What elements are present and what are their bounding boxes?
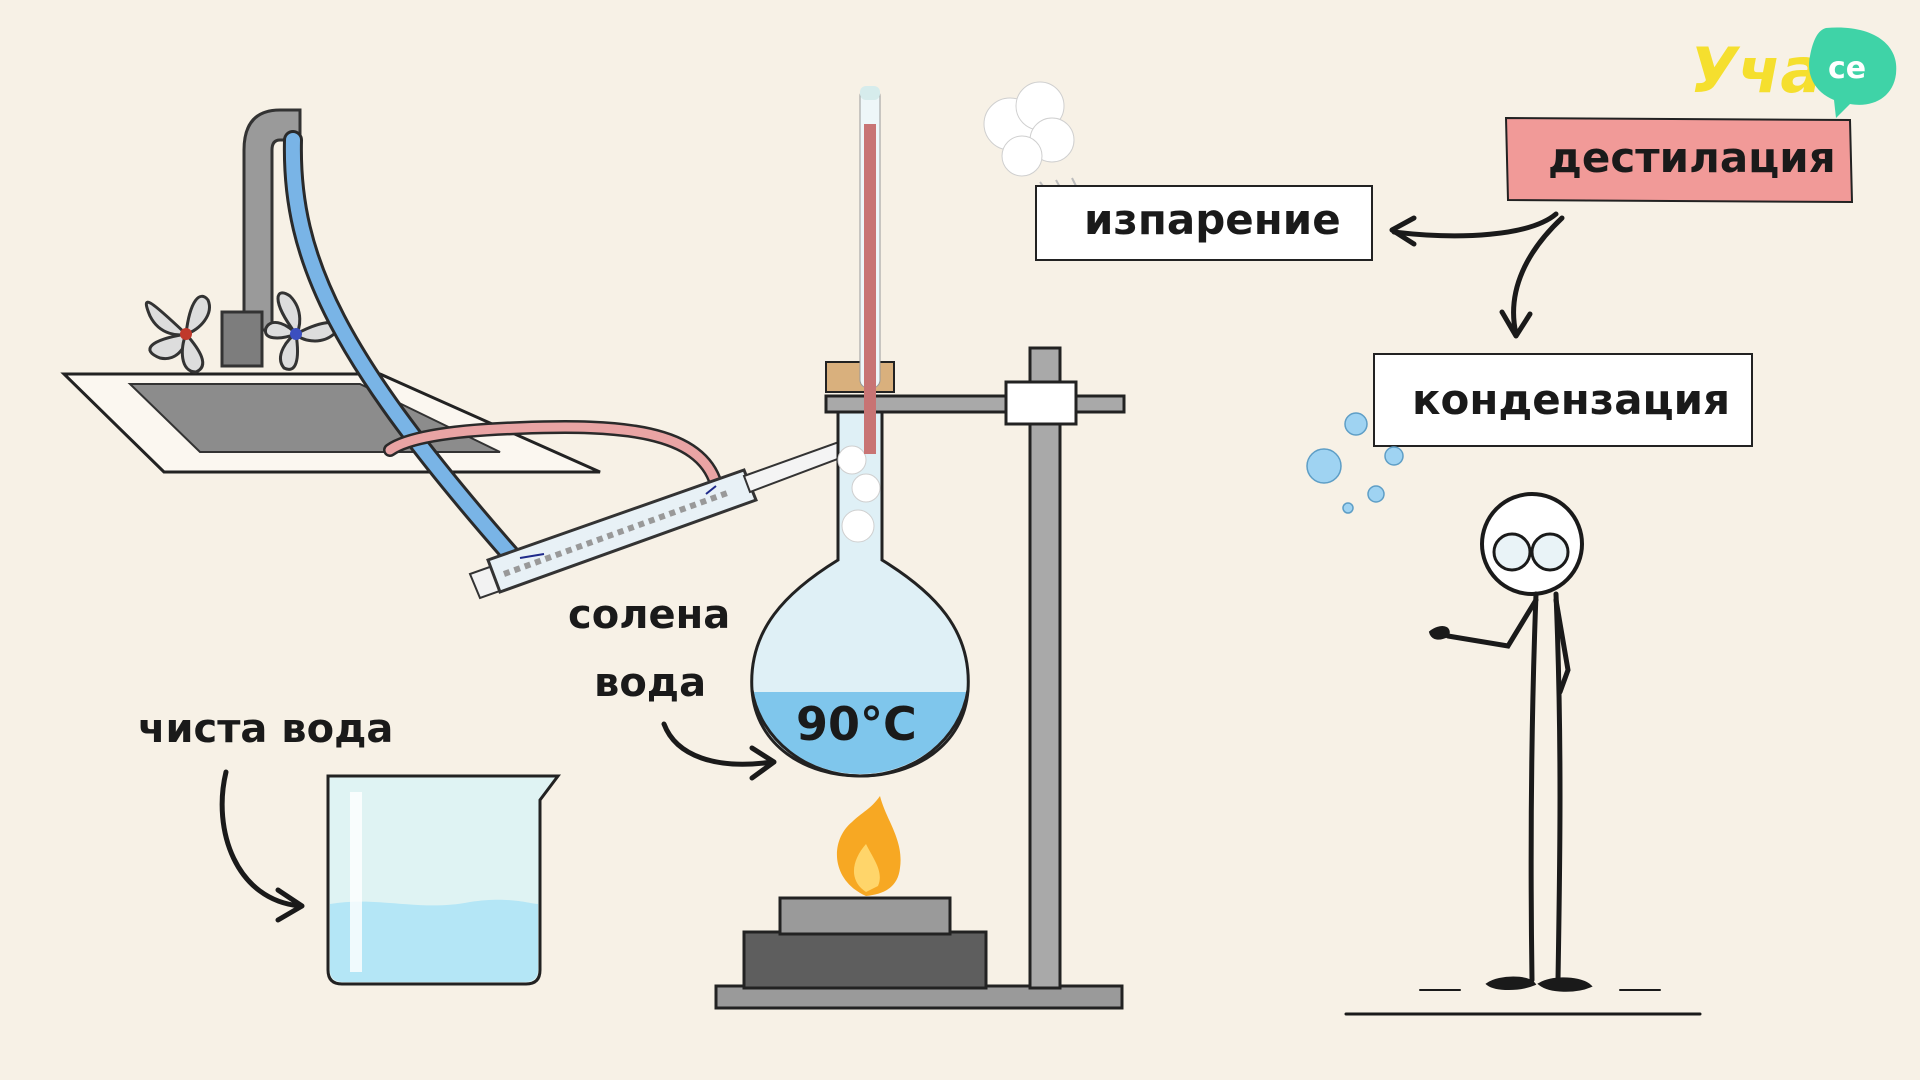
evaporation-label-box: изпарение — [1035, 185, 1373, 261]
salt-water-arrow-icon — [661, 721, 775, 767]
ring-stand — [714, 346, 1126, 1010]
burner-icon — [742, 796, 988, 990]
distillation-label-box: дестилация — [1504, 116, 1854, 204]
salt-water-label-line2: вода — [594, 660, 706, 706]
tap-icon — [144, 108, 339, 374]
flask-icon: 90°C — [750, 361, 970, 778]
condensation-label-box: кондензация — [1373, 353, 1753, 447]
pure-water-label: чиста вода — [138, 706, 393, 752]
flask-temperature: 90°C — [796, 697, 917, 751]
cold-water-hose — [282, 130, 520, 564]
pure-water-arrow-icon — [219, 769, 303, 909]
logo: Уча се — [1690, 27, 1897, 119]
stick-figure-icon — [1344, 492, 1702, 1016]
distillation-label: дестилация — [1548, 133, 1836, 182]
thermometer-icon — [859, 86, 881, 454]
steam-cloud-icon — [983, 81, 1081, 199]
water-droplets-icon — [1306, 412, 1404, 514]
salt-water-label-line1: солена — [568, 592, 730, 638]
condenser-icon — [468, 436, 858, 600]
arrow-to-condensation-icon — [1511, 215, 1565, 337]
evaporation-label: изпарение — [1084, 195, 1341, 244]
logo-badge-icon — [1809, 27, 1897, 119]
arrow-to-evaporation-icon — [1391, 211, 1559, 239]
beaker-icon — [326, 774, 561, 986]
condensation-label: кондензация — [1412, 375, 1730, 424]
logo-badge-text: се — [1828, 51, 1866, 86]
logo-text: Уча — [1690, 34, 1822, 107]
